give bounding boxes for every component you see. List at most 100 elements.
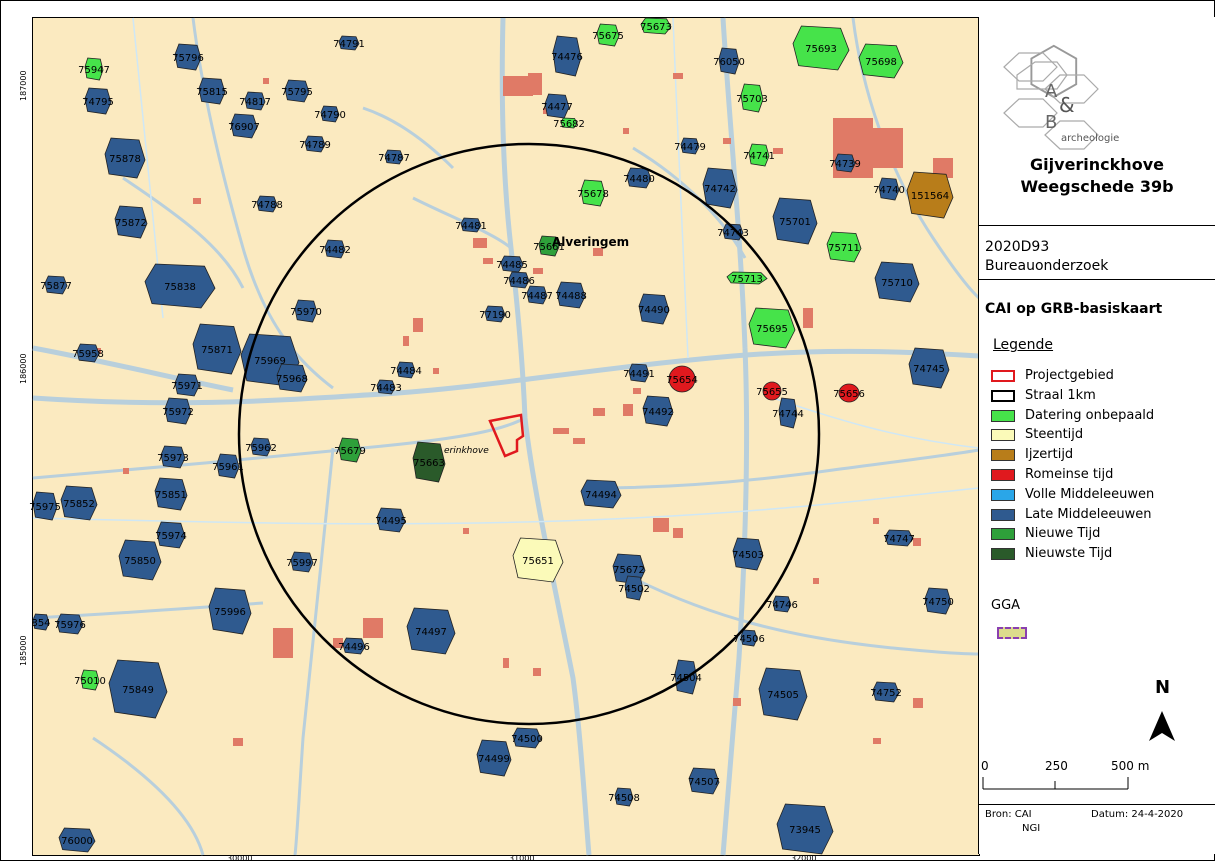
cai-site-75962[interactable] xyxy=(250,437,272,457)
cai-site-75663[interactable] xyxy=(412,441,446,483)
cai-site-74788[interactable] xyxy=(256,195,278,213)
cai-site-74743[interactable] xyxy=(722,223,744,241)
cai-site-75713[interactable] xyxy=(726,271,768,285)
cai-site-75871[interactable] xyxy=(192,323,242,375)
cai-site-75698[interactable] xyxy=(858,43,904,79)
cai-site-74787[interactable] xyxy=(384,149,404,165)
cai-site-77190[interactable] xyxy=(484,305,506,323)
cai-site-75656[interactable] xyxy=(838,383,860,403)
cai-site-74507[interactable] xyxy=(688,767,720,795)
cai-site-75701[interactable] xyxy=(772,197,818,245)
cai-site-74496[interactable] xyxy=(342,637,366,655)
cai-site-74502[interactable] xyxy=(624,575,644,601)
cai-site-75851[interactable] xyxy=(154,477,188,511)
cai-site-74492[interactable] xyxy=(642,395,674,427)
cai-site-74747[interactable] xyxy=(884,529,914,547)
cai-site-74742[interactable] xyxy=(702,167,738,209)
cai-site-75872[interactable] xyxy=(114,205,148,239)
cai-site-76000[interactable] xyxy=(58,827,96,853)
cai-site-74482[interactable] xyxy=(324,239,346,259)
cai-site-75878[interactable] xyxy=(104,137,146,179)
cai-site-75695[interactable] xyxy=(748,307,796,349)
cai-site-74476[interactable] xyxy=(552,35,582,77)
cai-site-76907[interactable] xyxy=(230,113,258,139)
cai-site-74497[interactable] xyxy=(406,607,456,655)
cai-site-76050[interactable] xyxy=(718,47,740,75)
cai-site-75703[interactable] xyxy=(740,83,764,113)
cai-site-75675[interactable] xyxy=(596,23,620,47)
cai-site-75815[interactable] xyxy=(198,77,226,105)
cai-site-74503[interactable] xyxy=(732,537,764,571)
cai-site-75710[interactable] xyxy=(874,261,920,303)
cai-site-74791[interactable] xyxy=(338,35,360,51)
cai-site-74486[interactable] xyxy=(508,271,530,289)
cai-site-75655[interactable] xyxy=(762,381,782,401)
cai-site-74490[interactable] xyxy=(638,293,670,325)
cai-site-75877[interactable] xyxy=(44,275,68,295)
cai-site-75838[interactable] xyxy=(144,263,216,309)
cai-site-74744[interactable] xyxy=(778,397,798,429)
cai-site-74739[interactable] xyxy=(834,153,856,173)
cai-site-74500[interactable] xyxy=(512,727,542,749)
cai-site-75976[interactable] xyxy=(56,613,84,635)
cai-site-74506[interactable] xyxy=(740,629,758,647)
cai-site-75661[interactable] xyxy=(538,235,560,257)
cai-site-74499[interactable] xyxy=(476,739,512,777)
cai-site-75852[interactable] xyxy=(60,485,98,521)
cai-site-75673[interactable] xyxy=(640,17,672,35)
cai-site-74479[interactable] xyxy=(680,137,700,155)
cai-site-75679[interactable] xyxy=(338,437,362,463)
cai-site-74795[interactable] xyxy=(84,87,112,115)
cai-site-75682[interactable] xyxy=(560,117,578,129)
cai-site-74491[interactable] xyxy=(628,363,650,383)
cai-site-75010[interactable] xyxy=(80,669,100,691)
cai-site-75968[interactable] xyxy=(276,363,308,393)
cai-site-75651[interactable] xyxy=(512,537,564,583)
cai-site-75654[interactable] xyxy=(668,365,696,393)
cai-site-74481[interactable] xyxy=(460,217,482,233)
cai-site-75975[interactable] xyxy=(32,491,58,521)
cai-site-75849[interactable] xyxy=(108,659,168,719)
cai-site-74752[interactable] xyxy=(872,681,900,703)
cai-site-75970[interactable] xyxy=(294,299,318,323)
cai-site-74495[interactable] xyxy=(376,507,406,533)
cai-site-75678[interactable] xyxy=(580,179,606,207)
cai-site-label: 75661 xyxy=(533,242,565,253)
cai-site-354[interactable] xyxy=(32,613,50,631)
cai-site-75958[interactable] xyxy=(76,343,100,363)
cai-site-74745[interactable] xyxy=(908,347,950,389)
cai-site-74505[interactable] xyxy=(758,667,808,721)
cai-site-label: 74476 xyxy=(551,52,583,63)
cai-site-74789[interactable] xyxy=(304,135,326,153)
project-area[interactable] xyxy=(488,413,525,458)
cai-site-75973[interactable] xyxy=(160,445,186,469)
cai-site-75972[interactable] xyxy=(164,397,192,425)
cai-site-75971[interactable] xyxy=(174,373,200,397)
cai-site-75947[interactable] xyxy=(84,57,104,81)
cai-site-75974[interactable] xyxy=(156,521,186,549)
cai-site-74484[interactable] xyxy=(396,361,416,379)
cai-site-151564[interactable] xyxy=(906,171,954,219)
cai-site-74508[interactable] xyxy=(614,787,634,807)
cai-site-75711[interactable] xyxy=(826,231,862,263)
cai-site-74483[interactable] xyxy=(376,379,396,395)
cai-site-74817[interactable] xyxy=(244,91,266,111)
cai-site-74790[interactable] xyxy=(320,105,340,123)
cai-site-75850[interactable] xyxy=(118,539,162,581)
cai-site-74494[interactable] xyxy=(580,479,622,509)
cai-site-75961[interactable] xyxy=(216,453,240,479)
cai-site-74750[interactable] xyxy=(924,587,952,615)
cai-site-75693[interactable] xyxy=(792,25,850,71)
cai-site-74488[interactable] xyxy=(556,281,586,309)
building xyxy=(533,268,543,274)
cai-site-73945[interactable] xyxy=(776,803,834,855)
cai-site-75795[interactable] xyxy=(284,79,310,103)
cai-site-75996[interactable] xyxy=(208,587,252,635)
cai-site-74487[interactable] xyxy=(526,285,548,305)
cai-site-74740[interactable] xyxy=(878,177,900,201)
cai-site-75796[interactable] xyxy=(174,43,202,71)
cai-site-74746[interactable] xyxy=(772,595,792,613)
cai-site-75997[interactable] xyxy=(290,551,314,573)
cai-site-74741[interactable] xyxy=(748,143,770,167)
